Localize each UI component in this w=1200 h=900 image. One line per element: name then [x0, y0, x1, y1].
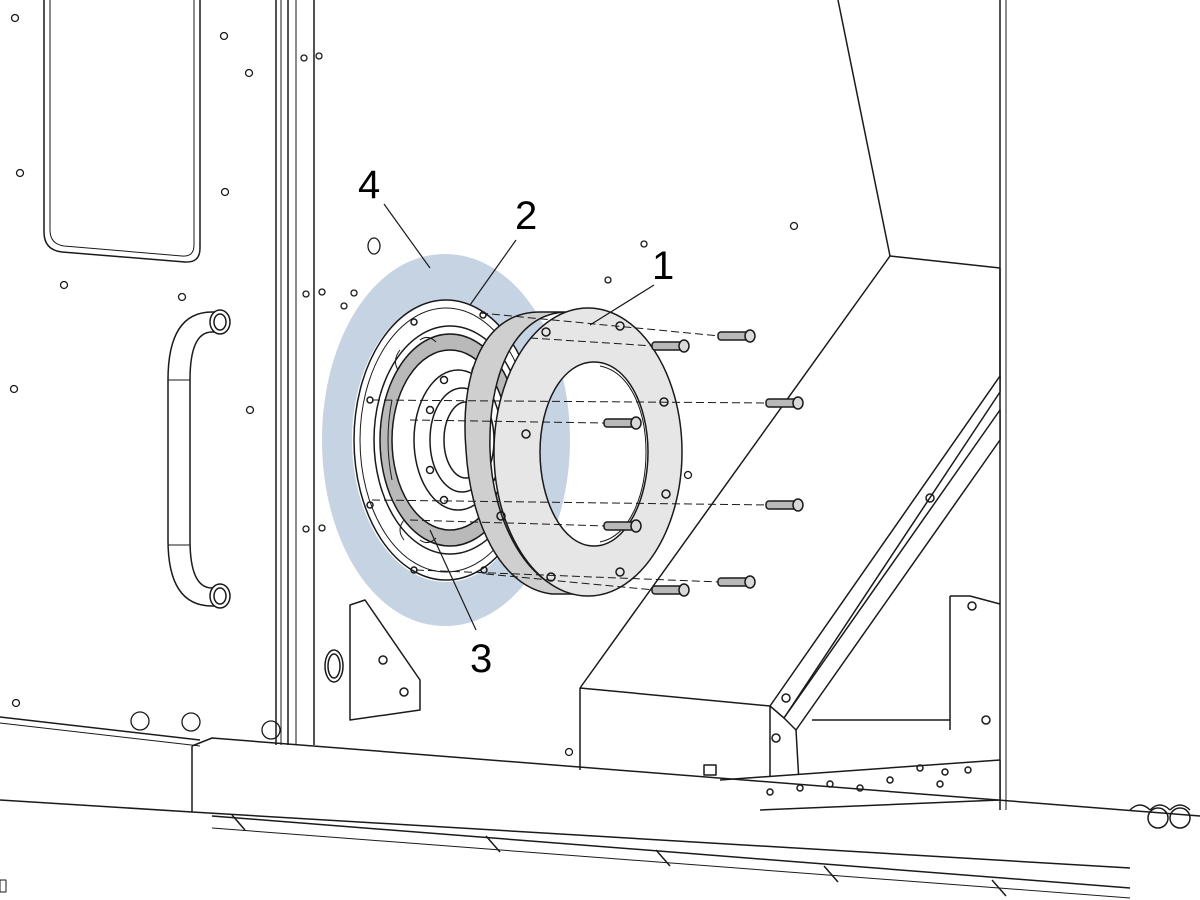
base-frame [0, 716, 1200, 899]
bolt [765, 396, 804, 410]
chute-rail [769, 375, 1001, 801]
chip-tray [703, 759, 1001, 811]
leader-4 [383, 203, 431, 269]
mounting-bracket [324, 599, 421, 721]
door-panel [43, 0, 315, 745]
callout-2: 2 [515, 194, 537, 238]
housing-slope [579, 255, 891, 689]
flange-face [493, 307, 683, 597]
flange-ring [464, 307, 683, 597]
leader-2 [469, 239, 517, 306]
bolt [717, 329, 756, 343]
door-window-frame [43, 0, 201, 263]
bolt [651, 339, 690, 353]
bolt [765, 498, 804, 512]
bolt [603, 519, 642, 533]
leader-1 [589, 284, 655, 326]
leader-lines [383, 203, 655, 631]
bolts [603, 329, 804, 597]
callout-3: 3 [470, 637, 492, 681]
bolt [651, 583, 690, 597]
panel-holes [9, 13, 799, 757]
housing-diagonal-edge [837, 0, 891, 257]
housing-upper-edge [889, 255, 1001, 269]
bolt [603, 416, 642, 430]
callout-4: 4 [358, 163, 380, 207]
machine-housing [579, 0, 1007, 810]
door-window-inner [49, 0, 195, 257]
base-beam [191, 737, 1200, 869]
leader-3 [429, 529, 477, 631]
callout-1: 1 [652, 244, 674, 288]
bolt [717, 575, 756, 589]
bolt-axes [371, 312, 771, 591]
door-handle [167, 309, 231, 609]
